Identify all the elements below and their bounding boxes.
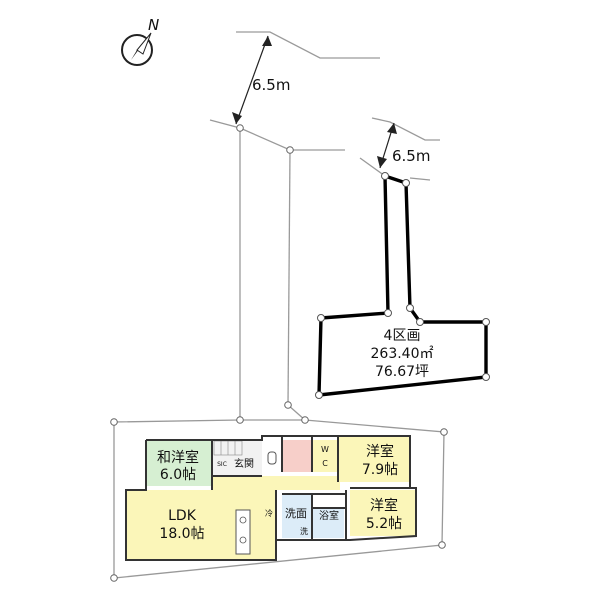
room-ldk-label: LDK — [168, 508, 197, 524]
shoe-closet-label: SIC — [217, 461, 227, 468]
wic-label-c: C — [322, 459, 328, 468]
bath-label: 浴室 — [319, 509, 339, 522]
room-wayo-label: 和洋室 — [157, 449, 199, 466]
senmen-fill — [282, 494, 312, 538]
fridge-label: 冷 — [265, 508, 273, 518]
lot-area-m2: 263.40㎡ — [371, 346, 434, 362]
road-width-1-label: 6.5m — [252, 76, 290, 94]
senmen-label: 洗面 — [285, 507, 307, 520]
corridor-fill — [282, 440, 312, 472]
room-western1-label: 洋室 — [366, 443, 394, 460]
genkan-label: 玄関 — [234, 457, 254, 470]
north-arrow-icon: N — [121, 16, 159, 66]
house-floor-plan: 和洋室 6.0帖 SIC 玄関 W C 洋室 7.9帖 LDK 18.0帖 冷 … — [125, 435, 417, 561]
room-western2-size: 5.2帖 — [366, 516, 402, 532]
road-dimension-1: 6.5m — [232, 35, 290, 125]
toilet-icon — [267, 451, 277, 465]
road-width-2-label: 6.5m — [392, 147, 430, 165]
north-label: N — [148, 16, 159, 34]
genkan-fill — [212, 440, 262, 476]
room-wayo-size: 6.0帖 — [160, 467, 196, 483]
bath-fill — [312, 508, 344, 538]
sink-icon — [239, 516, 247, 524]
washer-label: 洗 — [300, 526, 308, 536]
room-western2-fill — [350, 490, 416, 536]
wic-fill — [312, 440, 338, 472]
wic-label-w: W — [321, 445, 329, 454]
room-ldk-size: 18.0帖 — [159, 526, 204, 542]
stove-icon — [239, 536, 247, 544]
lot-area-tsubo: 76.67坪 — [375, 364, 429, 380]
room-western2-label: 洋室 — [370, 497, 398, 514]
kitchen-counter — [235, 509, 251, 555]
room-wayo-fill — [146, 440, 212, 486]
room-ldk-fill — [126, 490, 276, 560]
property-boundary — [110, 124, 448, 582]
room-western1-size: 7.9帖 — [362, 462, 398, 478]
road-dimension-2: 6.5m — [377, 122, 430, 169]
lot-4-boundary: 4区画 263.40㎡ 76.67坪 — [315, 172, 490, 399]
hall-fill — [212, 476, 340, 490]
room-western1-fill — [338, 436, 410, 482]
lot-name: 4区画 — [384, 328, 421, 344]
